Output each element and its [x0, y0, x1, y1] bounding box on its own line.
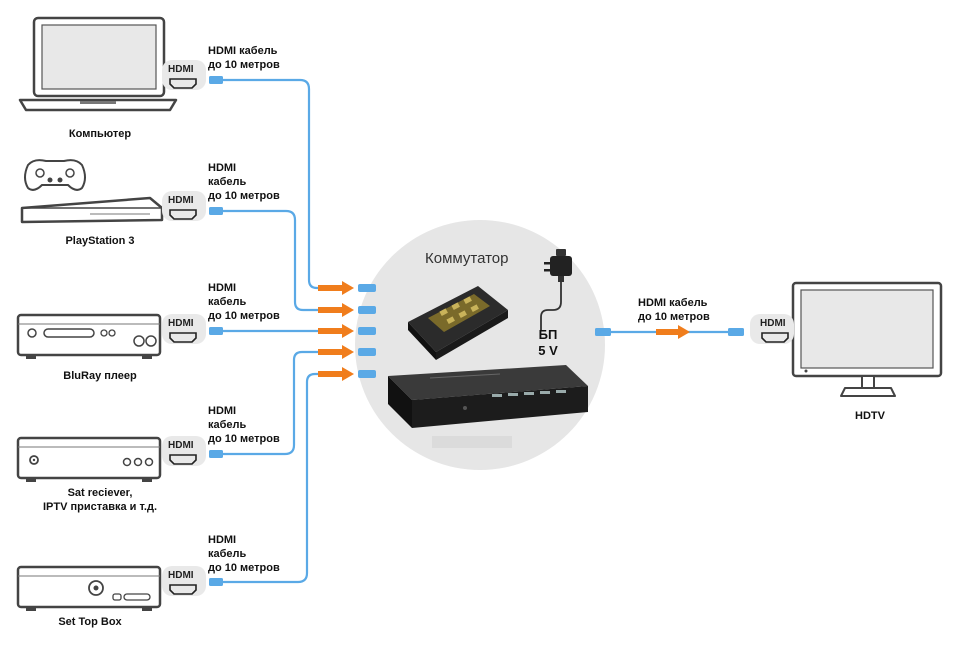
laptop-icon: [18, 16, 178, 112]
cable-label-output-1: HDMI кабель: [638, 297, 708, 309]
sat-receiver-icon: [16, 436, 162, 482]
device-label-sat: Sat reciever,: [67, 487, 133, 499]
input-cables: [220, 78, 738, 584]
port-label: HDMI: [168, 195, 194, 206]
cable-label-bluray-1: HDMI: [208, 282, 237, 294]
device-label-computer: Компьютер: [68, 128, 132, 140]
port-label: HDMI: [168, 318, 194, 329]
cable-label-ps-3: до 10 метров: [208, 190, 280, 202]
cable-label-settop-2: кабель: [208, 548, 247, 560]
psu-label-2: 5 V: [538, 343, 558, 358]
cable-label-computer-1: HDMI кабель: [208, 45, 278, 57]
cable-label-bluray-2: кабель: [208, 296, 247, 308]
device-label-hdtv: HDTV: [855, 410, 885, 422]
psu-cable: [540, 281, 562, 331]
cable-sat: [220, 350, 340, 456]
device-plugs: [209, 76, 744, 586]
port-label: HDMI: [168, 570, 194, 581]
cable-label-settop-1: HDMI: [208, 534, 237, 546]
cable-computer: [220, 78, 340, 290]
cable-label-sat-1: HDMI: [208, 405, 237, 417]
output-arrow: [656, 325, 690, 339]
cable-settop: [220, 372, 340, 584]
psu-label-1: БП: [538, 327, 558, 342]
cable-playstation: [220, 209, 340, 312]
bluray-player-icon: [16, 313, 162, 359]
device-label-sat-2: IPTV приставка и т.д.: [42, 501, 158, 513]
cable-label-settop-3: до 10 метров: [208, 562, 280, 574]
port-label: HDMI: [168, 64, 194, 75]
set-top-box-icon: [16, 565, 162, 611]
cable-label-sat-2: кабель: [208, 419, 247, 431]
port-label: HDMI: [760, 318, 786, 329]
device-label-settop: Set Top Box: [58, 616, 122, 628]
cable-label-ps-2: кабель: [208, 176, 247, 188]
power-adapter-icon: [544, 249, 572, 282]
tv-icon: [791, 281, 943, 397]
hdmi-switch-icon: [388, 365, 588, 448]
device-label-bluray: BluRay плеер: [63, 370, 137, 382]
hub-title: Коммутатор: [425, 250, 509, 267]
cable-label-ps-1: HDMI: [208, 162, 237, 174]
hub-input-arrows: [318, 281, 376, 381]
cable-label-bluray-3: до 10 метров: [208, 310, 280, 322]
cable-label-computer-2: до 10 метров: [208, 59, 280, 71]
gamepad-icon: [24, 159, 86, 191]
remote-control-icon: [408, 286, 508, 360]
device-label-playstation: PlayStation 3: [65, 235, 135, 247]
port-label: HDMI: [168, 440, 194, 451]
playstation-icon: [20, 196, 164, 224]
cable-label-output-2: до 10 метров: [638, 311, 710, 323]
cable-label-sat-3: до 10 метров: [208, 433, 280, 445]
